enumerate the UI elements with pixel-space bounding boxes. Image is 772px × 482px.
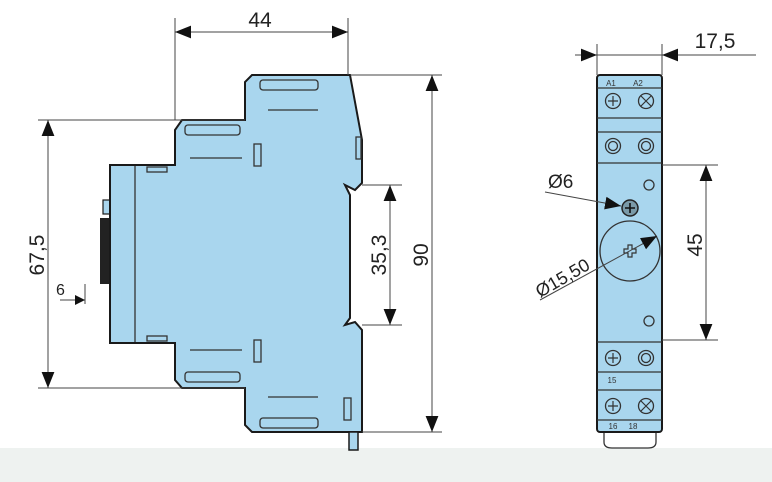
led-indicator xyxy=(643,315,655,327)
terminal-18-label: 18 xyxy=(629,422,638,431)
dim-width-17-5: 17,5 xyxy=(695,30,736,53)
dim-width-44: 44 xyxy=(248,9,272,32)
relay-body-side xyxy=(109,74,363,433)
led-indicator xyxy=(643,179,655,191)
screw-a2-icon xyxy=(637,92,655,110)
terminal-16-label: 16 xyxy=(609,422,618,431)
terminal-hole-icon xyxy=(637,349,655,367)
relay-body-front xyxy=(596,74,663,433)
screw-15-icon xyxy=(604,349,622,367)
adjust-screw-icon xyxy=(621,199,639,217)
screw-18-icon xyxy=(637,397,655,415)
side-dimensions: 44 67,5 90 35,3 6 xyxy=(26,9,442,433)
screw-16-icon xyxy=(604,397,622,415)
dim-din-35-3: 35,3 xyxy=(368,235,391,276)
terminal-hole-icon xyxy=(637,137,655,155)
terminal-15-label: 15 xyxy=(608,376,617,385)
terminal-a1-label: A1 xyxy=(606,79,616,88)
dim-knob-diameter: Ø15,50 xyxy=(532,255,593,302)
screw-a1-icon xyxy=(604,92,622,110)
time-knob xyxy=(599,220,661,282)
bottom-band xyxy=(0,448,772,482)
dim-spacing-45: 45 xyxy=(684,233,707,256)
dim-screw-diameter: Ø6 xyxy=(548,172,573,193)
dim-height-90: 90 xyxy=(410,243,433,266)
terminal-a2-label: A2 xyxy=(633,79,643,88)
dim-height-67-5: 67,5 xyxy=(26,235,49,276)
side-view xyxy=(100,74,363,451)
dim-knob-6: 6 xyxy=(56,282,65,299)
pin xyxy=(348,431,359,451)
front-view: A1 A2 15 16 18 xyxy=(596,74,663,449)
terminal-hole-icon xyxy=(604,137,622,155)
knob-grip xyxy=(100,218,110,284)
